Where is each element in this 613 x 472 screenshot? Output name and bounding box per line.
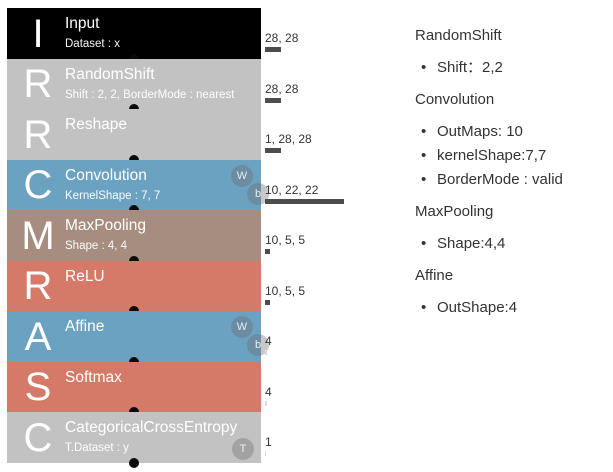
bias-badge: b <box>247 182 269 205</box>
output-shape-text: 28, 28 <box>265 81 299 96</box>
summary-bullet-list: Shape:4,4 <box>415 233 605 255</box>
summary-layer-name: Affine <box>415 267 454 284</box>
data-size-bar <box>265 299 270 305</box>
summary-bullet: Shift：2,2 <box>415 57 605 79</box>
summary-bullet-list: OutMaps: 10kernelShape:7,7BorderMode : v… <box>415 121 605 191</box>
weight-badge: W <box>231 164 253 187</box>
layer-subtitle: KernelShape : 7, 7 <box>65 189 161 202</box>
layer-initial-letter: S <box>24 365 52 409</box>
summary-group: RandomShift Shift：2,2 <box>415 25 605 79</box>
output-shape-label: 10, 5, 5 <box>265 283 306 305</box>
layer-block-categoricalcrossentropy[interactable]: C CategoricalCrossEntropy T.Dataset : y … <box>7 412 261 463</box>
layer-title: CategoricalCrossEntropy <box>65 419 238 436</box>
summary-group: MaxPooling Shape:4,4 <box>415 201 605 255</box>
layer-initial-letter: I <box>32 11 44 56</box>
output-shape-text: 1, 28, 28 <box>265 132 312 146</box>
target-badge: T <box>232 438 254 460</box>
output-shape-text: 28, 28 <box>265 31 299 45</box>
summary-layer-name: RandomShift <box>415 27 502 44</box>
layer-initial-letter: R <box>23 112 53 157</box>
layer-title: RandomShift <box>65 65 155 83</box>
output-shape-label: 28, 28 <box>265 32 298 52</box>
layer-initial-letter: A <box>24 314 52 359</box>
output-shape-label: 28, 28 <box>265 81 299 103</box>
data-size-bar <box>265 350 267 355</box>
layer-title: Reshape <box>65 116 128 133</box>
data-size-bar <box>265 249 270 254</box>
output-shape-label: 4 <box>265 384 272 406</box>
layer-block-input[interactable]: I Input Dataset : x <box>7 8 261 59</box>
connector-dot[interactable] <box>129 457 139 468</box>
layer-title: Softmax <box>65 368 122 386</box>
layer-block-relu[interactable]: R ReLU <box>7 260 261 312</box>
layer-block-reshape[interactable]: R Reshape <box>7 109 261 160</box>
data-size-bar <box>265 97 281 103</box>
layer-subtitle: Shape : 4, 4 <box>65 240 128 252</box>
layer-title: ReLU <box>65 267 105 285</box>
layer-title: Input <box>65 15 100 32</box>
summary-bullet-list: Shift：2,2 <box>415 57 605 79</box>
output-shape-text: 10, 5, 5 <box>265 283 306 298</box>
output-shape-label: 10, 5, 5 <box>265 234 305 254</box>
layer-title: Convolution <box>65 166 147 184</box>
data-size-bar <box>265 198 344 204</box>
summary-bullet: OutShape:4 <box>415 297 605 319</box>
output-shape-text: 4 <box>265 384 272 399</box>
data-size-bar <box>265 400 267 406</box>
summary-bullet-list: OutShape:4 <box>415 297 605 319</box>
summary-layer-name: MaxPooling <box>415 203 494 220</box>
layer-initial-letter: R <box>23 264 53 308</box>
summary-layer-name: Convolution <box>415 91 495 108</box>
output-shape-text: 1 <box>265 435 272 449</box>
layer-block-randomshift[interactable]: R RandomShift Shift : 2, 2, BorderMode :… <box>7 58 261 110</box>
layer-subtitle: T.Dataset : y <box>65 442 129 454</box>
data-size-bar <box>265 451 266 456</box>
layer-initial-letter: C <box>23 415 53 460</box>
summary-bullet: BorderMode : valid <box>415 169 605 191</box>
weight-badge: W <box>231 316 253 338</box>
layer-block-softmax[interactable]: S Softmax <box>7 361 261 413</box>
layer-block-maxpooling[interactable]: M MaxPooling Shape : 4, 4 <box>7 210 261 261</box>
layer-initial-letter: C <box>23 163 53 207</box>
output-shape-text: 10, 22, 22 <box>265 182 319 197</box>
output-shape-label: 1, 28, 28 <box>265 133 312 153</box>
layer-title: Affine <box>65 318 105 335</box>
output-shape-text: 4 <box>265 334 272 348</box>
summary-group: Convolution OutMaps: 10kernelShape:7,7Bo… <box>415 89 605 191</box>
output-shape-text: 10, 5, 5 <box>265 233 306 247</box>
bias-badge: b <box>247 334 269 356</box>
summary-bullet: kernelShape:7,7 <box>415 145 605 167</box>
output-shape-label: 10, 22, 22 <box>265 182 344 204</box>
layer-subtitle: Dataset : x <box>65 38 120 50</box>
summary-group: Affine OutShape:4 <box>415 265 605 319</box>
data-size-bar <box>265 148 281 153</box>
summary-bullet: OutMaps: 10 <box>415 121 605 143</box>
parameter-summary-panel: RandomShift Shift：2,2 Convolution OutMap… <box>415 25 605 329</box>
data-size-bar <box>265 47 281 52</box>
output-shape-label: 1 <box>265 436 272 456</box>
layer-title: MaxPooling <box>65 217 146 234</box>
summary-bullet: Shape:4,4 <box>415 233 605 255</box>
layer-initial-letter: R <box>23 62 53 106</box>
layer-initial-letter: M <box>21 213 55 258</box>
layer-subtitle: Shift : 2, 2, BorderMode : nearest <box>65 88 235 101</box>
output-shape-label: 4 <box>265 335 272 355</box>
